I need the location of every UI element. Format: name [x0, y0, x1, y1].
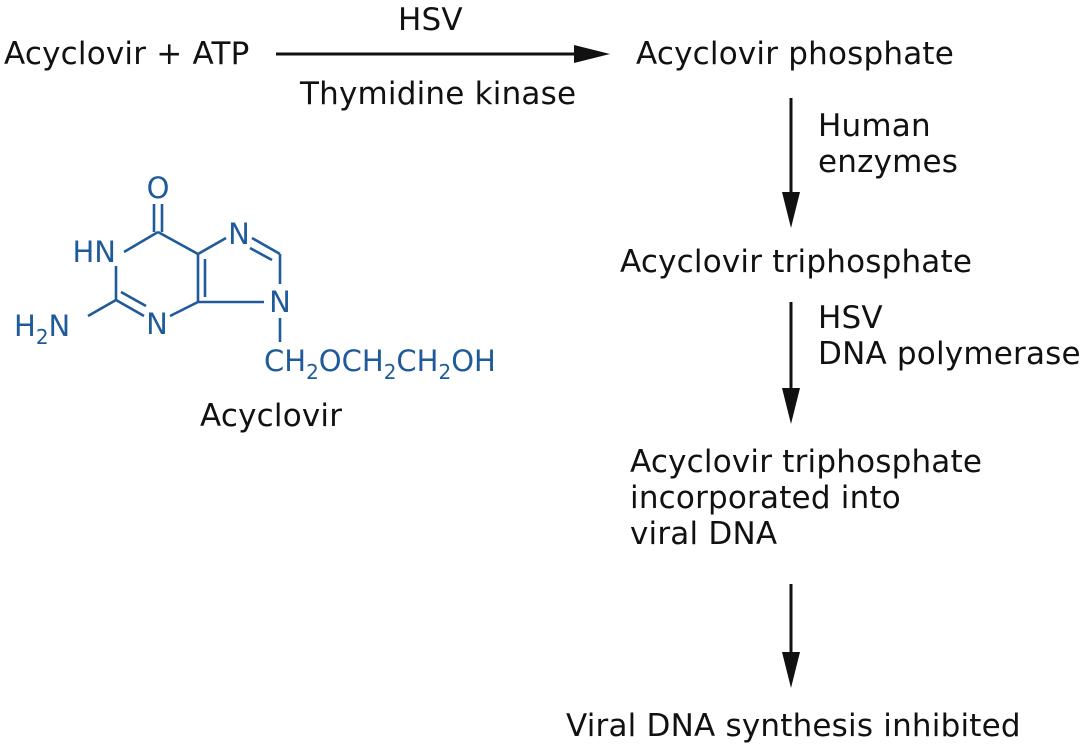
step3-line-2: DNA polymerase: [818, 336, 1081, 372]
chain-sub-1: 2: [306, 360, 319, 384]
molecule-name: Acyclovir: [200, 398, 343, 434]
incorporation-line-3: viral DNA: [630, 516, 778, 552]
incorporation-line-2: incorporated into: [630, 480, 901, 516]
atom-hn: HN: [73, 235, 117, 269]
chain-sub-2: 2: [384, 360, 397, 384]
arrow-thymidine-kinase: [276, 45, 610, 63]
arrow-dna-polymerase: [782, 302, 800, 424]
side-chain-label: CH2OCH2CH2OH: [264, 344, 496, 384]
chain-oh: OH: [451, 344, 496, 378]
product-acyclovir-phosphate: Acyclovir phosphate: [636, 36, 955, 72]
result-label: Viral DNA synthesis inhibited: [566, 708, 1021, 744]
atom-oxygen: O: [147, 171, 170, 205]
product-acyclovir-triphosphate: Acyclovir triphosphate: [620, 244, 973, 280]
chain-ch-2: CH: [396, 344, 438, 378]
arrow-inhibition: [782, 584, 800, 688]
chain-och: OCH: [319, 344, 384, 378]
amino-h: H: [14, 309, 36, 343]
amino-group-label: H2N: [14, 309, 70, 349]
arrow-human-enzymes: [782, 98, 800, 228]
step1-enzyme-source: HSV: [398, 2, 463, 38]
amino-subscript: 2: [36, 325, 49, 349]
atom-n7: N: [228, 217, 250, 251]
chain-ch-1: CH: [264, 344, 306, 378]
incorporation-line-1: Acyclovir triphosphate: [630, 444, 983, 480]
molecule-bonds: [87, 204, 282, 342]
step1-enzyme-name: Thymidine kinase: [300, 76, 577, 112]
step2-line-1: Human: [818, 108, 931, 144]
incorporation-label: Acyclovir triphosphate incorporated into…: [630, 444, 982, 552]
chain-sub-3: 2: [438, 360, 451, 384]
step3-line-1: HSV: [818, 300, 883, 336]
atom-n9: N: [269, 285, 291, 319]
amino-n: N: [49, 309, 71, 343]
step2-line-2: enzymes: [818, 144, 959, 180]
reactants-label: Acyclovir + ATP: [4, 36, 250, 72]
step2-enzyme-label: Human enzymes: [818, 108, 958, 180]
step3-enzyme-label: HSV DNA polymerase: [818, 300, 1081, 372]
molecule-atoms: O HN N N N H2N CH2OCH2CH2OH: [14, 171, 496, 384]
atom-n3: N: [146, 307, 168, 341]
